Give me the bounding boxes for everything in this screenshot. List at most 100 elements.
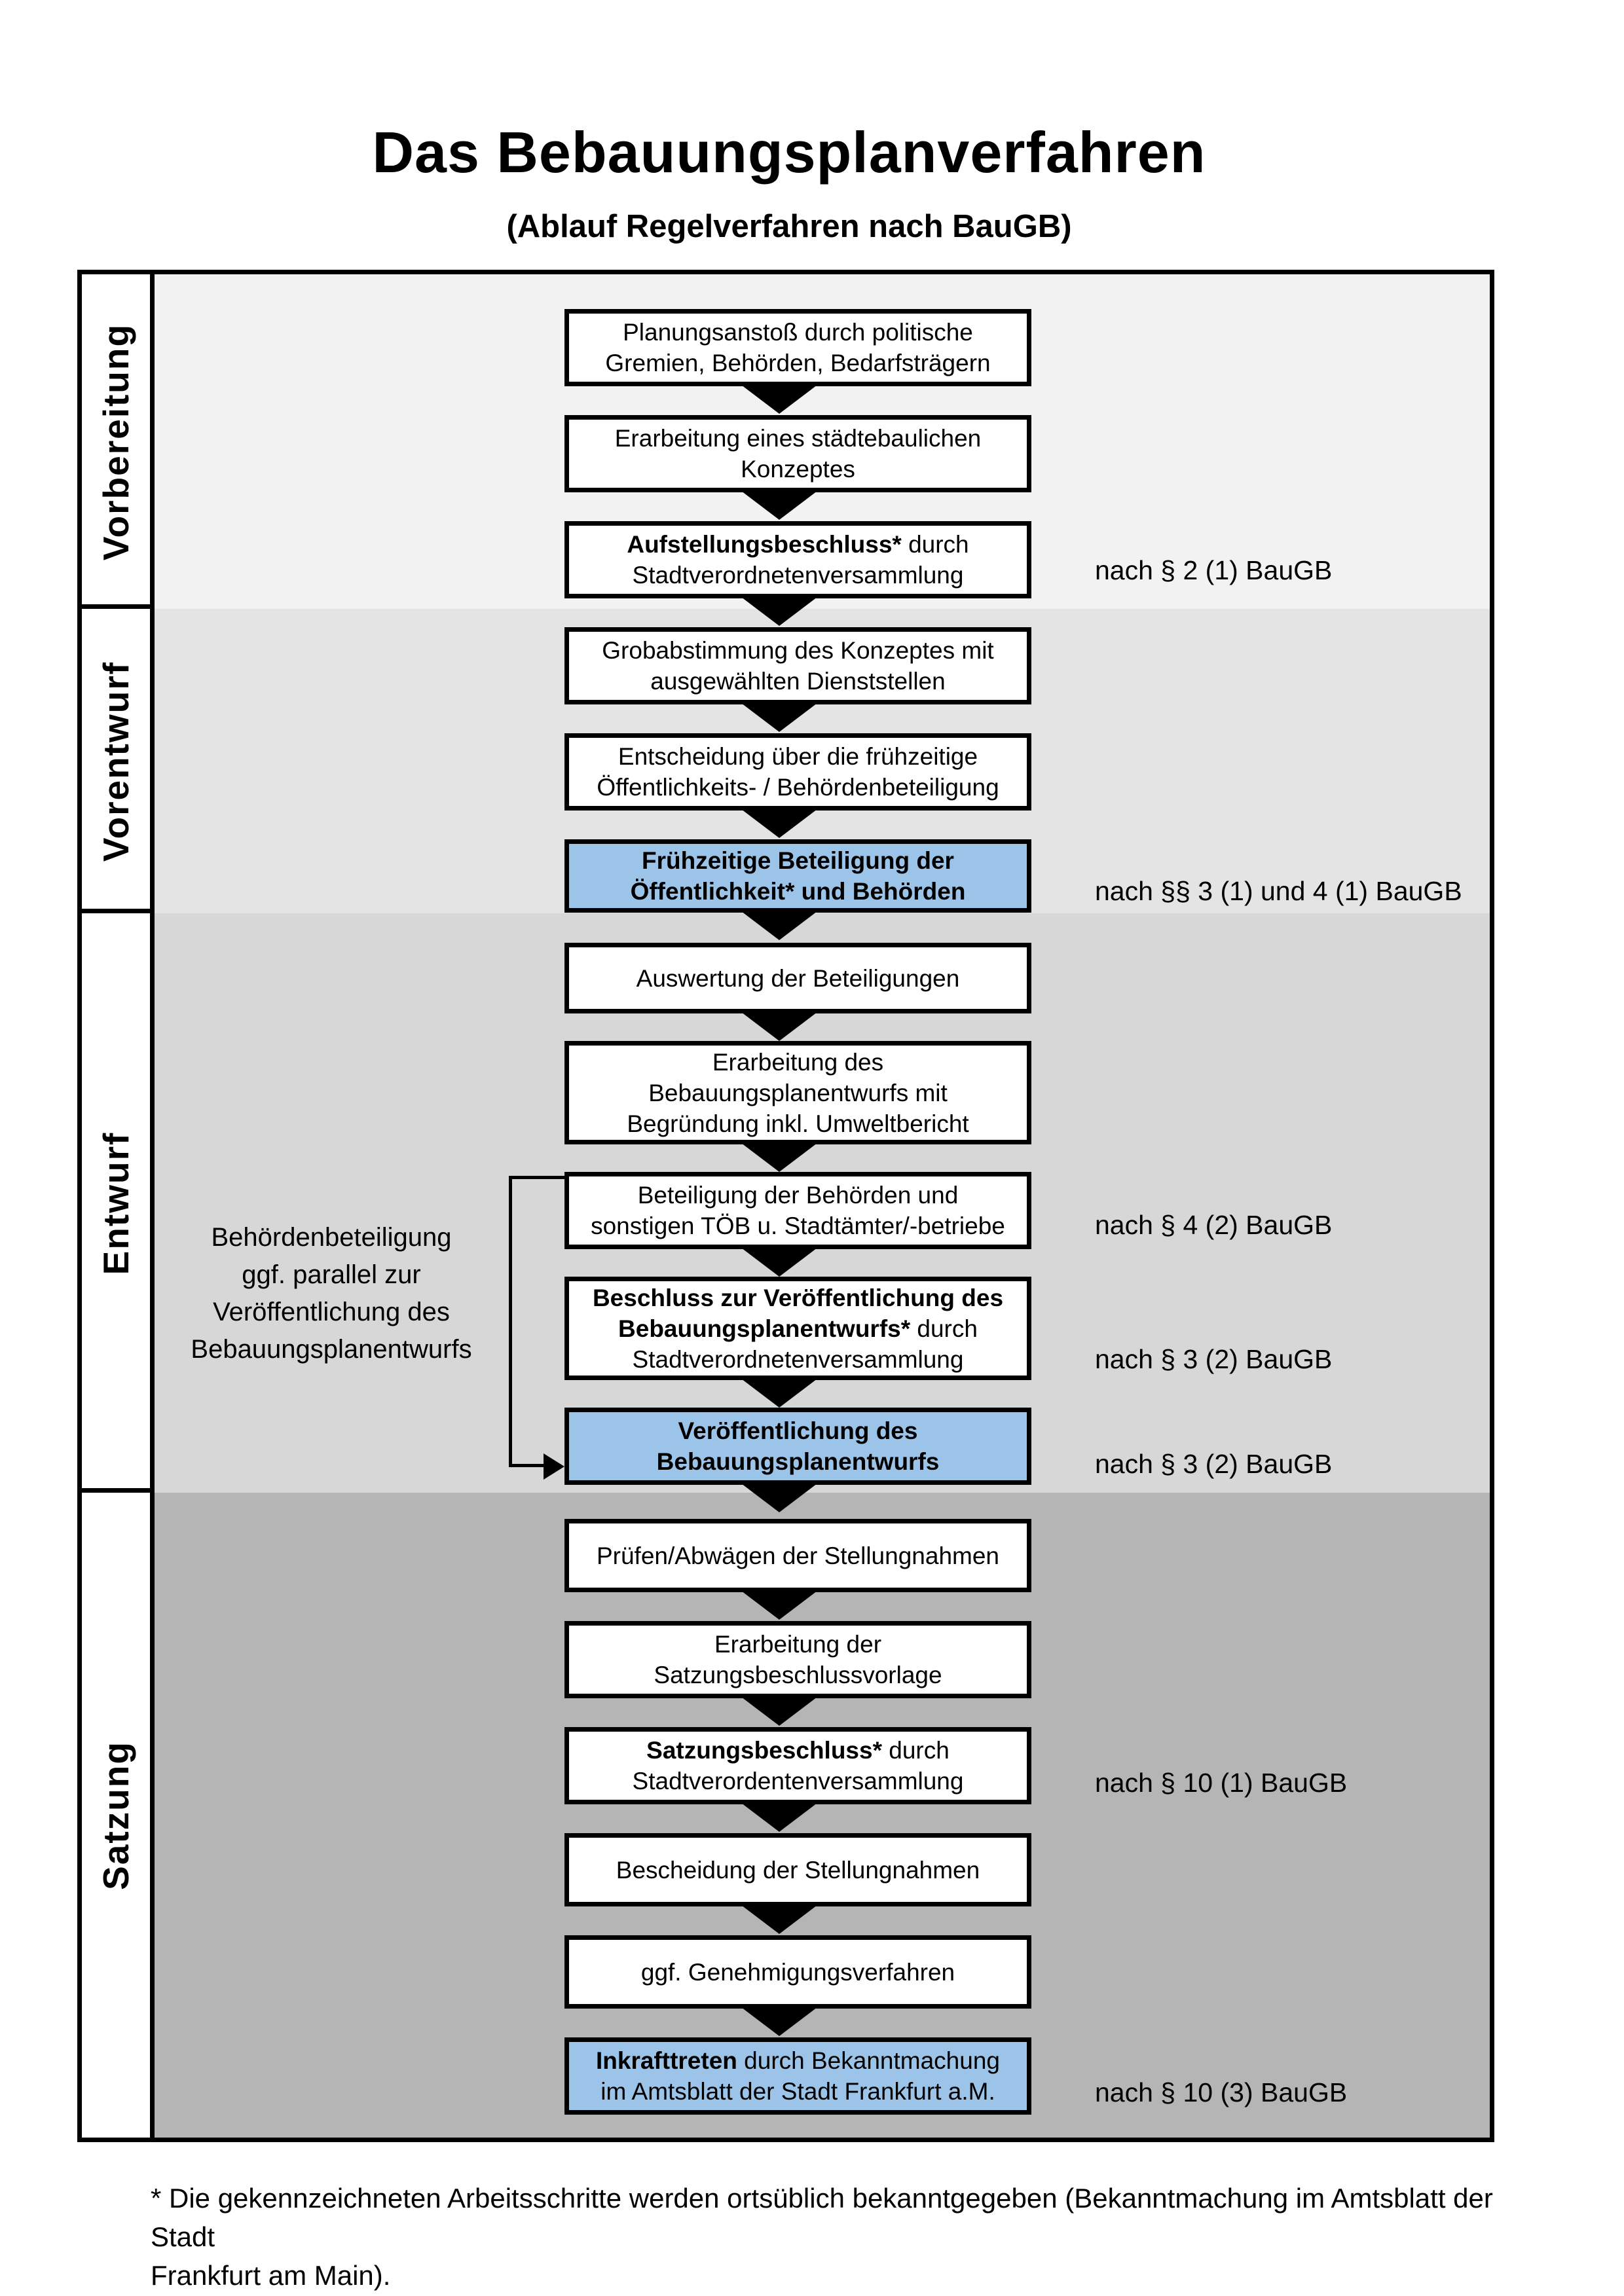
down-arrow-icon <box>741 703 817 732</box>
step-box-line: Begründung inkl. Umweltbericht <box>578 1108 1018 1139</box>
step-box-beteiligung-behoerden: Beteiligung der Behörden und sonstigen TÖ… <box>564 1172 1031 1249</box>
step-box-line: Erarbeitung des <box>578 1047 1018 1078</box>
down-arrow-icon <box>741 1803 817 1832</box>
phase-divider-line <box>77 1488 155 1493</box>
footnote-line: * Die gekennzeichneten Arbeitsschritte w… <box>151 2183 1493 2252</box>
step-box-text: Entscheidung über die frühzeitige <box>618 743 978 770</box>
step-box-genehmigungsverfahren: ggf. Genehmigungsverfahren <box>564 1935 1031 2009</box>
step-box-line: Öffentlichkeits- / Behördenbeteiligung <box>578 772 1018 803</box>
step-box-text: Gremien, Behörden, Bedarfsträgern <box>605 350 991 376</box>
down-arrow-icon <box>741 1697 817 1726</box>
footnote: * Die gekennzeichneten Arbeitsschritte w… <box>151 2179 1519 2295</box>
step-box-line: Bescheidung der Stellungnahmen <box>578 1855 1018 1886</box>
step-box-line: im Amtsblatt der Stadt Frankfurt a.M. <box>578 2076 1018 2107</box>
step-box-text: Grobabstimmung des Konzeptes mit <box>602 637 994 664</box>
step-box-line: Stadtverordentenversammlung <box>578 1766 1018 1796</box>
step-box-text: durch Bekanntmachung <box>737 2047 1000 2074</box>
down-arrow-icon <box>741 1591 817 1620</box>
step-box-line: Erarbeitung eines städtebaulichen <box>578 423 1018 454</box>
parallel-connector-vertical-line <box>509 1176 512 1467</box>
step-box-line: Bebauungsplanentwurfs mit <box>578 1078 1018 1108</box>
phase-label-satzung: Satzung <box>96 1740 136 1890</box>
step-box-text: Bebauungsplanentwurfs* <box>618 1315 911 1342</box>
step-box-text: Begründung inkl. Umweltbericht <box>627 1110 969 1137</box>
step-box-line: Satzungsbeschlussvorlage <box>578 1660 1018 1690</box>
step-box-text: Inkrafttreten <box>596 2047 737 2074</box>
step-box-line: Veröffentlichung des <box>578 1415 1018 1446</box>
step-box-text: Satzungsbeschluss* <box>646 1737 882 1764</box>
step-box-line: Entscheidung über die frühzeitige <box>578 741 1018 772</box>
step-box-text: ausgewählten Dienststellen <box>650 668 946 695</box>
step-box-line: Bebauungsplanentwurfs <box>578 1446 1018 1477</box>
step-box-text: Erarbeitung eines städtebaulichen <box>614 425 982 452</box>
step-box-text: Frühzeitige Beteiligung der <box>642 847 954 874</box>
down-arrow-icon <box>741 491 817 520</box>
label-column-divider-line <box>150 270 155 2142</box>
legal-reference: nach § 3 (2) BauGB <box>1095 1344 1333 1374</box>
down-arrow-icon <box>741 911 817 940</box>
page-subtitle: (Ablauf Regelverfahren nach BauGB) <box>506 209 1072 244</box>
step-box-text: ggf. Genehmigungsverfahren <box>640 1958 955 1986</box>
step-box-line: sonstigen TÖB u. Stadtämter/-betriebe <box>578 1211 1018 1241</box>
step-box-bescheidung: Bescheidung der Stellungnahmen <box>564 1833 1031 1906</box>
step-box-text: Auswertung der Beteiligungen <box>636 964 960 992</box>
step-box-pruefen-abwaegen: Prüfen/Abwägen der Stellungnahmen <box>564 1519 1031 1592</box>
down-arrow-icon <box>741 1143 817 1172</box>
step-box-text: durch <box>901 531 969 558</box>
step-box-text: Konzeptes <box>741 456 855 483</box>
legal-reference: nach §§ 3 (1) und 4 (1) BauGB <box>1095 876 1462 906</box>
down-arrow-icon <box>741 1248 817 1277</box>
step-box-text: Beschluss zur Veröffentlichung des <box>592 1284 1004 1311</box>
step-box-text: Erarbeitung des <box>712 1048 884 1076</box>
step-box-line: ggf. Genehmigungsverfahren <box>578 1957 1018 1988</box>
parallel-connector-arrowhead-icon <box>544 1453 564 1480</box>
step-box-line: Erarbeitung der <box>578 1629 1018 1660</box>
step-box-text: Beteiligung der Behörden und <box>637 1182 959 1209</box>
parallel-connector-bottom-line <box>509 1464 545 1467</box>
step-box-text: Bebauungsplanentwurfs mit <box>648 1079 948 1106</box>
step-box-line: Aufstellungsbeschluss* durch <box>578 529 1018 560</box>
step-box-line: Stadtverordnetenversammlung <box>578 1344 1018 1375</box>
step-box-line: Bebauungsplanentwurfs* durch <box>578 1313 1018 1344</box>
down-arrow-icon <box>741 385 817 414</box>
step-box-text: durch <box>910 1315 978 1342</box>
down-arrow-icon <box>741 1905 817 1934</box>
step-box-text: Stadtverordentenversammlung <box>632 1768 964 1795</box>
parallel-procedure-note-line: Veröffentlichung des <box>213 1298 450 1326</box>
step-box-line: Grobabstimmung des Konzeptes mit <box>578 635 1018 666</box>
phase-label-vorentwurf: Vorentwurf <box>96 661 136 862</box>
step-box-text: Planungsanstoß durch politische <box>623 319 973 346</box>
page-title: Das Bebauungsplanverfahren <box>372 120 1206 185</box>
step-box-grobabstimmung: Grobabstimmung des Konzeptes mit ausgewäh… <box>564 627 1031 704</box>
step-box-text: sonstigen TÖB u. Stadtämter/-betriebe <box>591 1212 1005 1239</box>
step-box-line: Inkrafttreten durch Bekanntmachung <box>578 2045 1018 2076</box>
step-box-text: Stadtverordnetenversammlung <box>632 1345 964 1373</box>
step-box-line: Frühzeitige Beteiligung der <box>578 845 1018 876</box>
down-arrow-icon <box>741 1484 817 1512</box>
step-box-text: Satzungsbeschlussvorlage <box>654 1662 942 1688</box>
parallel-procedure-note-line: Bebauungsplanentwurfs <box>191 1335 472 1364</box>
parallel-connector-top-line <box>509 1176 564 1179</box>
step-box-text: Aufstellungsbeschluss* <box>627 531 902 558</box>
step-box-text: Prüfen/Abwägen der Stellungnahmen <box>596 1542 1000 1569</box>
legal-reference: nach § 2 (1) BauGB <box>1095 555 1333 585</box>
step-box-text: Stadtverordnetenversammlung <box>632 562 964 589</box>
step-box-text: durch <box>882 1737 950 1764</box>
step-box-line: ausgewählten Dienststellen <box>578 666 1018 697</box>
step-box-line: Konzeptes <box>578 454 1018 484</box>
down-arrow-icon <box>741 1379 817 1408</box>
footnote-line: Frankfurt am Main). <box>151 2260 391 2291</box>
legal-reference: nach § 10 (3) BauGB <box>1095 2077 1348 2107</box>
